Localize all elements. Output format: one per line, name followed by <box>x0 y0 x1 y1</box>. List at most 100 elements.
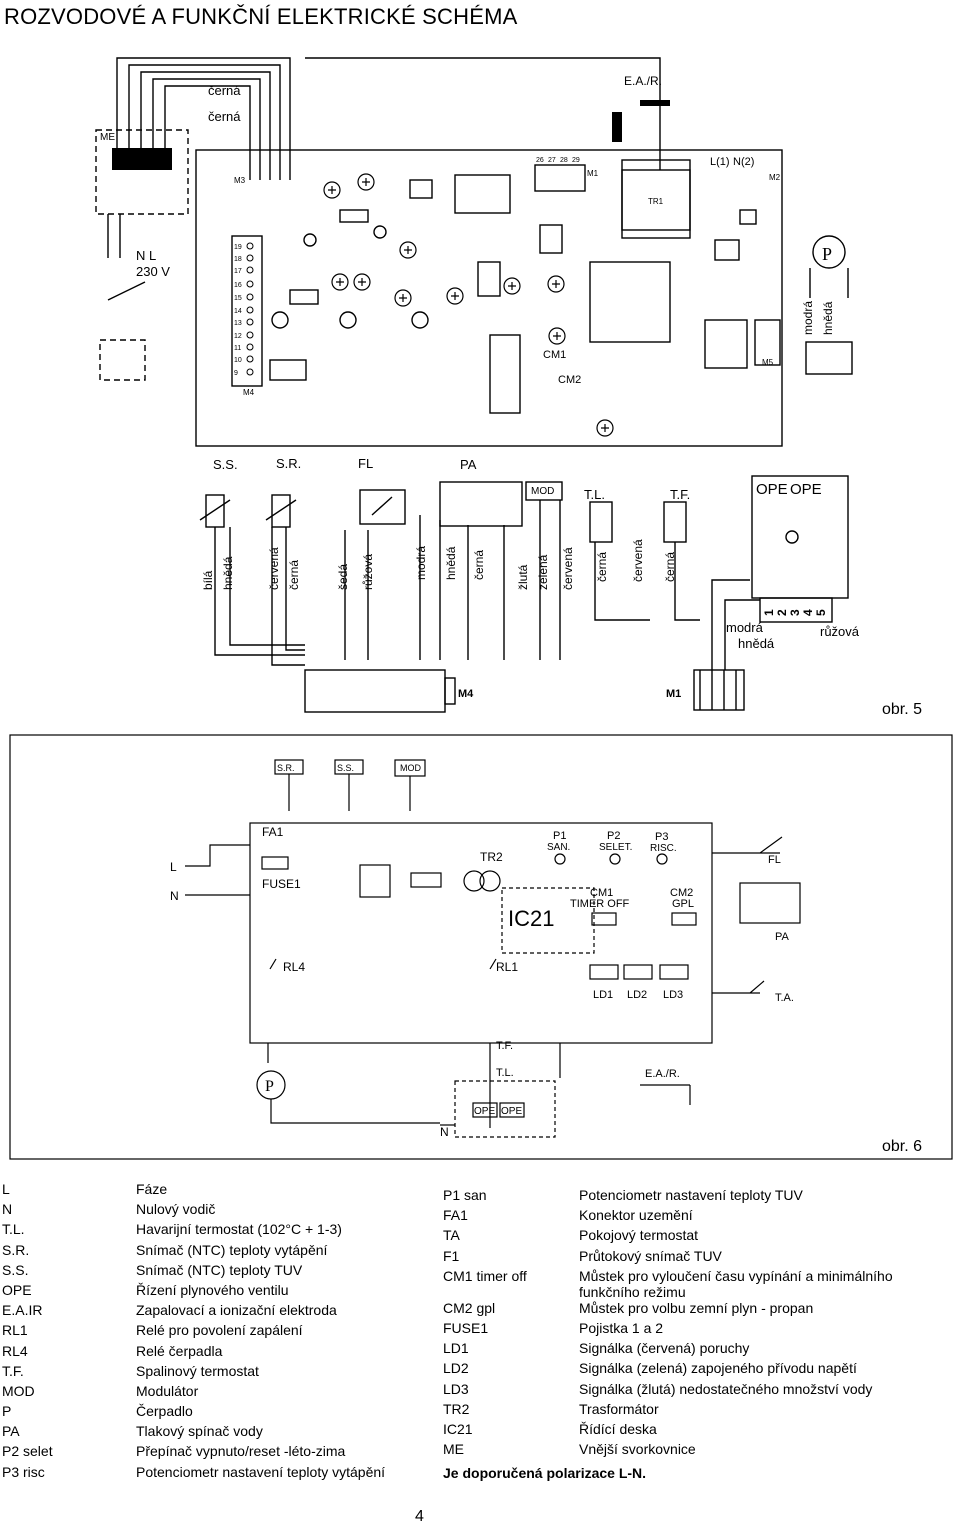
legend-desc: Pojistka 1 a 2 <box>579 1319 664 1336</box>
legend-desc: Snímač (NTC) teploty vytápění <box>136 1241 328 1258</box>
legend-code: CM2 gpl <box>443 1299 496 1316</box>
fig2-label: P1 <box>553 830 566 842</box>
fig2-label: MOD <box>400 763 421 773</box>
wire-color-label: modrá <box>801 301 815 335</box>
ope-pin: 3 <box>788 609 802 616</box>
component-label: T.L. <box>584 487 605 502</box>
connector-label: M2 <box>769 173 781 182</box>
relay-label: CM2 <box>558 374 581 386</box>
relay-label: CM1 <box>543 349 566 361</box>
legend-desc: Vnější svorkovnice <box>579 1441 696 1458</box>
fig2-label: IC21 <box>508 906 554 931</box>
strip-number: 11 <box>234 345 241 352</box>
figure-caption: obr. 6 <box>882 1138 923 1155</box>
legend-code: ME <box>443 1441 464 1458</box>
fig2-label: E.A./R. <box>645 1068 680 1080</box>
fig2-label: T.L. <box>496 1067 514 1079</box>
legend-code: LD2 <box>443 1360 469 1377</box>
fig2-label: RL4 <box>283 960 305 974</box>
legend-code: T.L. <box>2 1221 25 1238</box>
legend-row: T.L.Havarijní termostat (102°C + 1-3) <box>2 1221 385 1241</box>
legend-code: IC21 <box>443 1420 473 1437</box>
fig2-label: S.S. <box>337 763 354 773</box>
fig2-label: LD3 <box>663 989 683 1001</box>
strip-number: 19 <box>234 244 242 251</box>
component-label: S.S. <box>213 457 238 472</box>
functional-diagram: S.R. S.S. MOD FA1 L N FUSE1 TR2 IC21 P1 … <box>9 734 953 1160</box>
fig2-label: FL <box>768 854 781 866</box>
terminal-label: N(2) <box>733 156 754 168</box>
component-label: FL <box>358 456 373 471</box>
legend-code: FA1 <box>443 1207 468 1224</box>
legend-code: E.A.IR <box>2 1302 43 1319</box>
wire-color-label: černá <box>208 83 241 98</box>
legend-code: S.S. <box>2 1261 29 1278</box>
legend-row: ME Vnější svorkovnice <box>443 1441 893 1461</box>
legend-code: P1 san <box>443 1187 487 1203</box>
legend-code: TA <box>443 1227 460 1244</box>
wire-color-label: hnědá <box>738 636 775 651</box>
legend-code: F1 <box>443 1247 460 1264</box>
legend-code: S.R. <box>2 1241 30 1258</box>
legend-code: L <box>2 1181 10 1197</box>
legend-desc: Snímač (NTC) teploty TUV <box>136 1261 303 1278</box>
fig2-label: CM2 <box>670 887 693 899</box>
ope-pin: 5 <box>814 609 828 616</box>
legend-code: FUSE1 <box>443 1319 489 1336</box>
legend-desc: Řízení plynového ventilu <box>136 1281 289 1298</box>
legend-code: PA <box>2 1423 20 1440</box>
legend-desc: Modulátor <box>136 1382 199 1399</box>
legend-desc: Relé pro povolení zapálení <box>136 1322 303 1339</box>
legend-desc: Řídící deska <box>579 1420 657 1437</box>
wire-color-label: červená <box>561 547 575 590</box>
connector-label: M3 <box>234 176 246 185</box>
legend-code: T.F. <box>2 1362 24 1379</box>
legend-code: RL4 <box>2 1342 28 1359</box>
wire-color-label: modrá <box>726 620 764 635</box>
supply-label: N L <box>136 248 156 263</box>
wire-color-label: modrá <box>414 546 428 580</box>
fig2-label: TR2 <box>480 850 503 864</box>
legend-row: T.F.Spalinový termostat <box>2 1363 385 1383</box>
strip-number: 14 <box>234 308 242 315</box>
legend-desc-line: funkčního režimu <box>579 1283 686 1300</box>
connector-label: M1 <box>666 688 681 700</box>
legend-code: CM1 timer off <box>443 1267 527 1284</box>
legend-desc: Průtokový snímač TUV <box>579 1247 722 1264</box>
fig2-label: LD2 <box>627 989 647 1001</box>
wire-color-label: černá <box>595 552 609 582</box>
fig2-label: PA <box>775 931 790 943</box>
wire-color-label: červená <box>267 547 281 590</box>
legend-row: IC21 Řídící deska <box>443 1421 893 1441</box>
fig2-label: TIMER OFF <box>570 898 630 910</box>
wire-color-label: zelená <box>536 554 550 590</box>
wire-color-label: hnědá <box>221 556 235 590</box>
terminal-number: 29 <box>572 157 580 164</box>
component-label: T.F. <box>670 487 690 502</box>
wire-color-label: růžová <box>361 554 375 590</box>
figure-caption: obr. 5 <box>882 701 923 718</box>
component-label: S.R. <box>276 456 301 471</box>
ope-pin: 1 <box>762 609 776 616</box>
legend-row: FUSE1 Pojistka 1 a 2 <box>443 1320 893 1340</box>
terminal-number: 28 <box>560 157 568 164</box>
connector-label: M4 <box>458 688 474 700</box>
fig2-label: GPL <box>672 898 694 910</box>
legend-code: RL1 <box>2 1322 28 1339</box>
ignition-electrode-label: E.A./R. <box>624 74 662 88</box>
wire-color-label: černá <box>208 109 241 124</box>
component-label: PA <box>460 457 477 472</box>
fig2-label: T.F. <box>496 1040 513 1052</box>
transformer-label: TR1 <box>648 197 664 206</box>
